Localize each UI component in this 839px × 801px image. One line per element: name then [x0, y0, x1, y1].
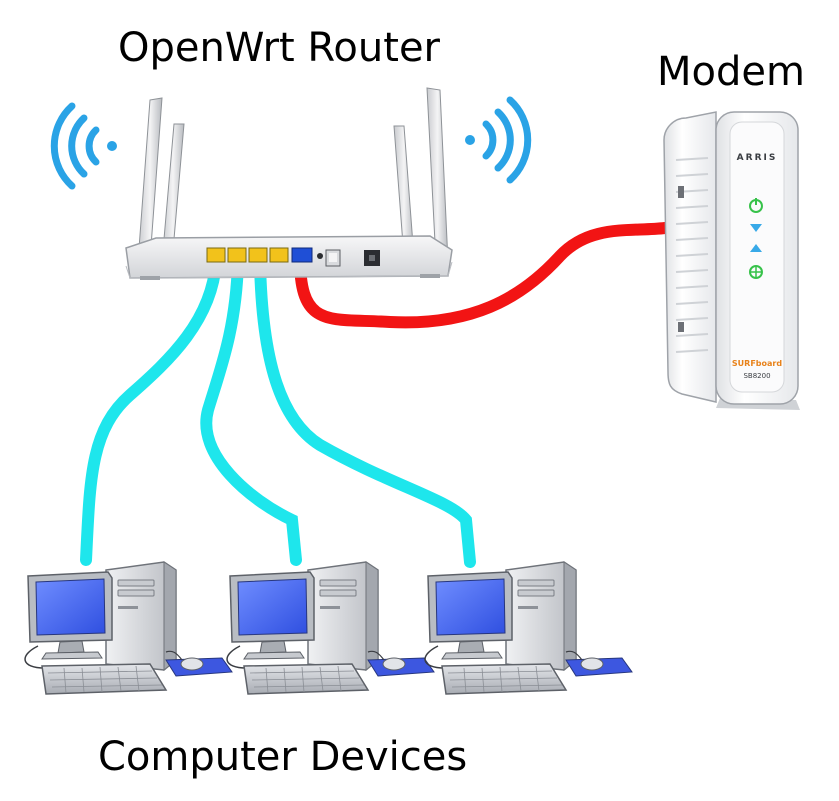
power-led-icon	[749, 198, 763, 213]
lan-cable-1	[80, 256, 222, 566]
modem-model: SB8200	[743, 372, 770, 380]
upstream-led-icon	[750, 244, 762, 252]
modem-icon: ARRIS SURFboard SB8200	[663, 111, 800, 410]
modem-label: Modem	[657, 49, 805, 95]
downstream-led-icon	[750, 224, 762, 232]
modem-brand: ARRIS	[737, 153, 778, 163]
wifi-right-icon	[465, 96, 532, 184]
wifi-left-icon	[50, 102, 117, 190]
router-icon	[125, 87, 453, 280]
router-label: OpenWrt Router	[118, 25, 440, 71]
devices-label: Computer Devices	[98, 734, 468, 780]
computer-icon	[424, 561, 633, 695]
lan-cable-2	[200, 256, 302, 566]
lan-ports	[206, 247, 289, 263]
computer-icon	[226, 561, 435, 695]
wan-cable	[294, 222, 671, 329]
wan-port	[291, 247, 313, 263]
computer-icon	[24, 561, 233, 695]
lan-cable-3	[254, 256, 476, 568]
modem-product: SURFboard	[732, 359, 782, 368]
online-led-icon	[749, 265, 763, 279]
